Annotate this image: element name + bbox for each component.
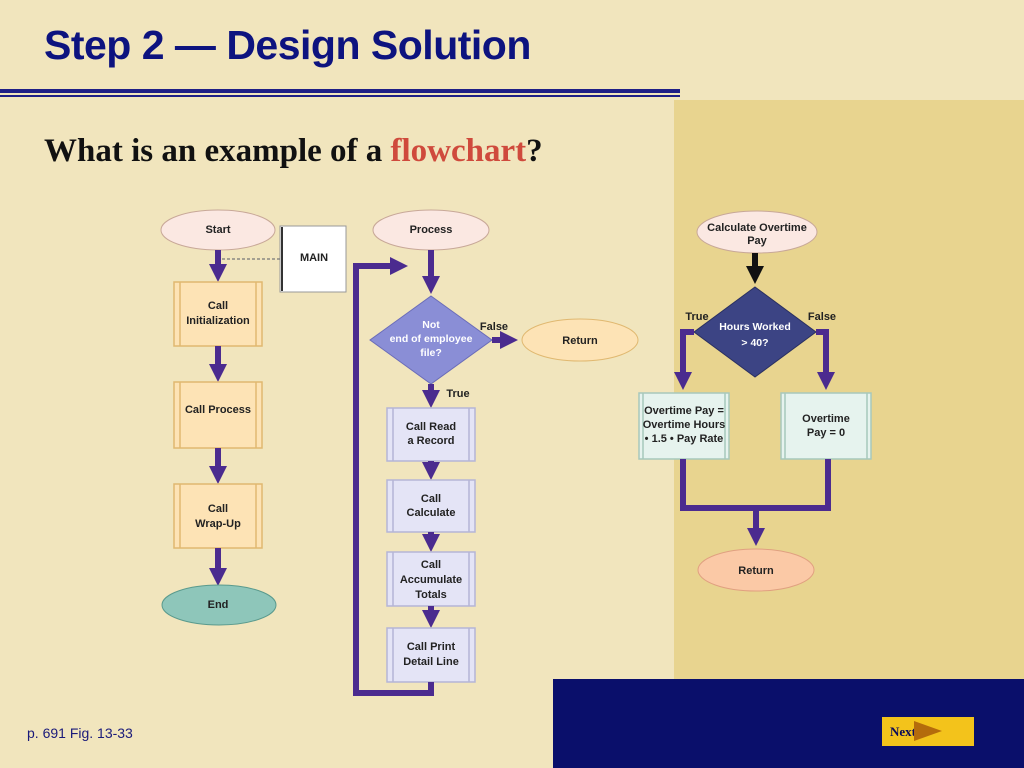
false-label: False xyxy=(480,321,508,333)
call-wrapup-line2: Wrap-Up xyxy=(195,518,241,530)
figure-caption: p. 691 Fig. 13-33 xyxy=(27,725,133,741)
overtime-true-label: True xyxy=(685,311,708,323)
overtime-return-text: Return xyxy=(738,565,774,577)
call-initialization-line1: Call xyxy=(208,300,228,312)
merge-line xyxy=(680,459,831,511)
overtime-false-label: False xyxy=(808,311,836,323)
overtime-calc-box xyxy=(638,392,730,460)
hours-decision-line1: Hours Worked xyxy=(719,321,791,333)
call-print-box xyxy=(386,627,476,683)
end-text: End xyxy=(208,599,229,611)
true-label: True xyxy=(446,388,469,400)
decision-line1: Not xyxy=(422,319,440,331)
decision-line3: file? xyxy=(420,347,442,359)
overtime-calc-line2: Overtime Hours xyxy=(643,419,726,431)
slide-question: What is an example of a flowchart? xyxy=(44,133,543,170)
call-initialization-box xyxy=(173,281,263,347)
call-process-text: Call Process xyxy=(185,404,251,416)
call-accumulate-line1: Call xyxy=(421,559,441,571)
call-initialization-line2: Initialization xyxy=(186,315,250,327)
overtime-zero-box xyxy=(780,392,872,460)
next-button[interactable]: Next xyxy=(882,717,974,746)
question-suffix: ? xyxy=(526,133,543,169)
overtime-zero-line2: Pay = 0 xyxy=(807,427,845,439)
call-read-box xyxy=(386,407,476,462)
next-label: Next xyxy=(890,724,916,739)
overtime-zero-line1: Overtime xyxy=(802,413,850,425)
call-wrapup-line1: Call xyxy=(208,503,228,515)
call-process-box xyxy=(173,381,263,449)
call-accumulate-line2: Accumulate xyxy=(400,574,462,586)
start-text: Start xyxy=(205,224,230,236)
title-rule xyxy=(0,89,680,93)
arrow-true-branch xyxy=(674,329,694,390)
call-calculate-line1: Call xyxy=(421,493,441,505)
call-wrapup-box xyxy=(173,483,263,549)
process-return-terminal xyxy=(521,318,639,362)
end-terminal xyxy=(161,584,277,626)
call-calculate-box xyxy=(386,479,476,533)
hours-decision-line2: > 40? xyxy=(741,337,768,349)
call-calculate-line2: Calculate xyxy=(407,507,456,519)
question-prefix: What is an example of a xyxy=(44,133,391,169)
next-arrow-icon xyxy=(914,721,942,741)
process-return-text: Return xyxy=(562,335,598,347)
overtime-calc-line3: • 1.5 • Pay Rate xyxy=(645,433,724,445)
overtime-start-line1: Calculate Overtime xyxy=(707,222,807,234)
decision-line2: end of employee xyxy=(390,333,473,345)
main-annotation-box xyxy=(279,225,347,293)
call-accumulate-line3: Totals xyxy=(415,589,447,601)
main-flow: Start MAIN Call Initialization Call Proc… xyxy=(160,209,347,626)
overtime-calc-line1: Overtime Pay = xyxy=(644,405,724,417)
arrow-false-branch xyxy=(816,329,835,390)
call-read-line1: Call Read xyxy=(406,421,456,433)
hours-worked-decision xyxy=(693,286,817,378)
question-highlight: flowchart xyxy=(390,133,527,169)
call-print-line2: Detail Line xyxy=(403,656,459,668)
overtime-start-line2: Pay xyxy=(747,235,767,247)
call-print-line1: Call Print xyxy=(407,641,456,653)
overtime-return-terminal xyxy=(697,548,815,592)
call-accumulate-box xyxy=(386,551,476,607)
overtime-flow: Calculate Overtime Pay Hours Worked > 40… xyxy=(638,210,872,592)
call-read-line2: a Record xyxy=(407,435,454,447)
main-annotation-text: MAIN xyxy=(300,252,328,264)
loop-back-arrow xyxy=(353,257,434,696)
slide-title: Step 2 — Design Solution xyxy=(44,22,531,68)
title-rule-thin xyxy=(0,95,680,97)
process-text: Process xyxy=(410,224,453,236)
process-flow: Process Not end of employee file? False … xyxy=(353,209,639,696)
